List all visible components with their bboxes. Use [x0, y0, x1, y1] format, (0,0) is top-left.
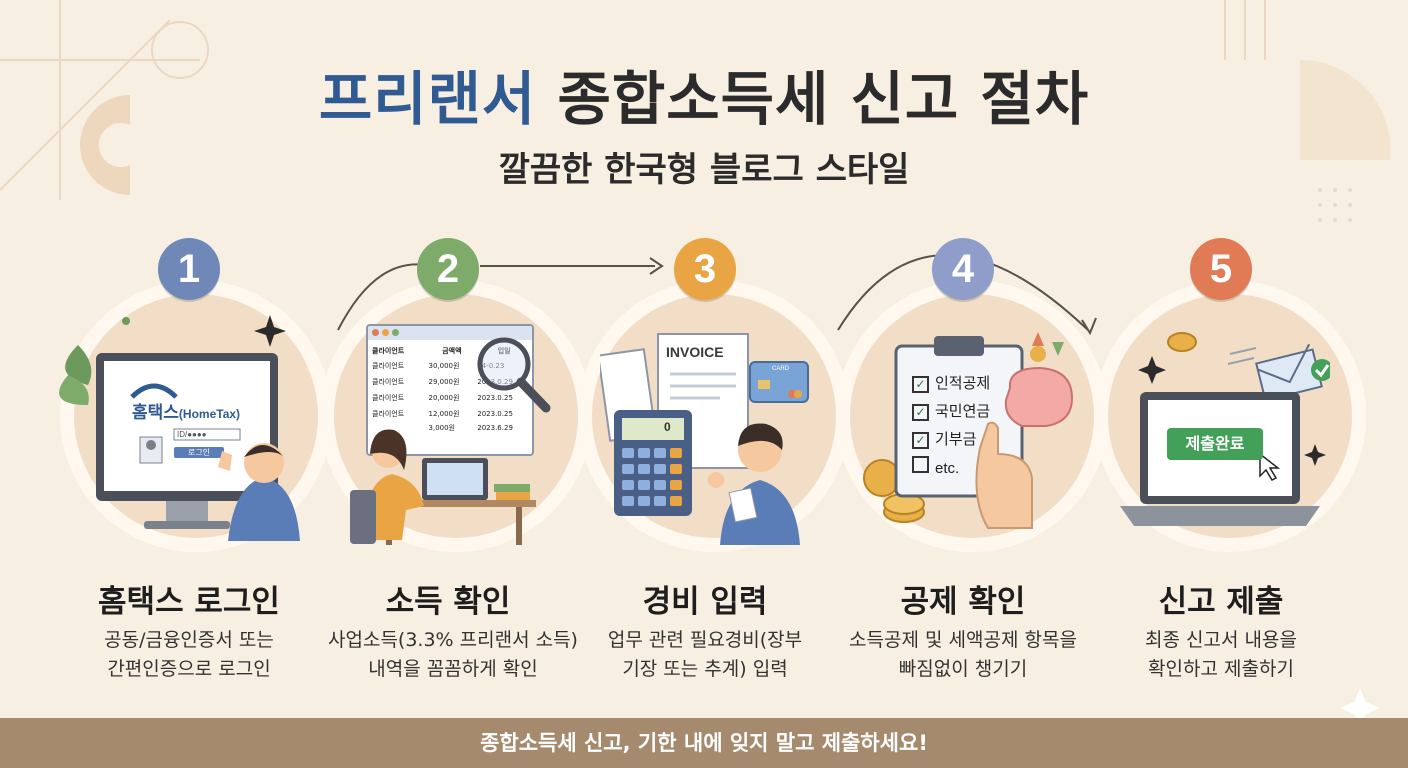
magnifier-icon: [477, 337, 531, 391]
hometax-monitor-illustration: [59, 315, 300, 541]
hometax-logo-text: 홈택스(HomeTax): [132, 398, 240, 423]
step-5-number: 5: [1190, 238, 1252, 300]
step-2-desc: 사업소득(3.3% 프리랜서 소득) 내역을 꼼꼼하게 확인: [308, 626, 598, 684]
up-arrow-icon: [1032, 332, 1044, 346]
checkbox-checked-icon: ✓: [912, 432, 929, 449]
leaf-icon: [65, 345, 92, 385]
sparkle-icon: [1304, 444, 1326, 466]
cursor-icon: [1259, 452, 1281, 481]
step-3-number: 3: [674, 238, 736, 300]
books-icon: [494, 484, 530, 492]
table-cell: 클라이언트: [372, 410, 405, 418]
checkbox-checked-icon: ✓: [912, 404, 929, 421]
table-cell: 클라이언트: [372, 362, 405, 370]
checkbox-checked-icon: ✓: [912, 376, 929, 393]
step-5-desc-line1: 최종 신고서 내용을: [1145, 629, 1297, 651]
table-header: 금액액: [442, 347, 462, 355]
step-3-desc-line1: 업무 관련 필요경비(장부: [607, 629, 803, 651]
table-cell: 12,000원: [428, 410, 460, 418]
title-accent: 프리랜서: [318, 65, 537, 133]
card-label: CARD: [772, 366, 790, 372]
step-2-desc-line2: 내역을 꼼꼼하게 확인: [368, 658, 538, 680]
title-rest: 종합소득세 신고 절차: [557, 65, 1090, 133]
magnifier-desk-illustration: [350, 337, 551, 545]
table-header: 클라이언트: [372, 347, 405, 355]
table-cell: 클라이언트: [372, 378, 405, 386]
checklist-item: ✓ 기부금: [912, 428, 990, 456]
table-cell: 29,000원: [428, 378, 460, 386]
checklist-item: etc.: [912, 456, 990, 484]
sparkle-icon: [254, 315, 286, 347]
checklist-item-label: 인적공제: [935, 374, 991, 392]
table-cell: 클라이언트: [372, 394, 405, 402]
table-cell: 2023.0.25: [477, 410, 513, 418]
window-titlebar: [368, 326, 532, 340]
table-row: 클라이언트 20,000원 2023.0.25: [368, 390, 532, 406]
step-1-number: 1: [158, 238, 220, 300]
checklist-item-label: 기부금: [935, 430, 977, 448]
piggy-bank-icon: [1004, 366, 1074, 427]
table-cell: 2023.0.25: [477, 394, 513, 402]
page-subtitle: 깔끔한 한국형 블로그 스타일: [498, 150, 910, 190]
down-arrow-icon: [1052, 342, 1064, 356]
step-5-title: 신고 제출: [1158, 584, 1284, 620]
step-1-desc-line2: 간편인증으로 로그인: [107, 658, 271, 680]
invoice-label: INVOICE: [666, 344, 724, 360]
step-2-desc-line1: 사업소득(3.3% 프리랜서 소득): [328, 629, 578, 651]
step-2-title: 소득 확인: [385, 584, 511, 620]
table-cell: 20,000원: [428, 394, 460, 402]
checklist-item: ✓ 국민연금: [912, 400, 990, 428]
table-row: 클라이언트 12,000원 2023.0.25: [368, 406, 532, 422]
login-button: 로그인: [187, 448, 211, 457]
step-3-title: 경비 입력: [642, 584, 768, 620]
step-5-desc-line2: 확인하고 제출하기: [1148, 658, 1294, 680]
checklist: ✓ 인적공제 ✓ 국민연금 ✓ 기부금 etc.: [912, 372, 990, 484]
sparkle-icon: [1138, 356, 1166, 384]
checklist-item-label: 국민연금: [935, 402, 991, 420]
step-1-desc-line1: 공동/금융인증서 또는: [104, 629, 274, 651]
hometax-logo: 홈택스: [132, 403, 179, 423]
check-icon: [1311, 359, 1330, 381]
step-4-title: 공제 확인: [900, 584, 1026, 620]
checklist-item: ✓ 인적공제: [912, 372, 990, 400]
id-field: ID/●●●●: [177, 430, 207, 439]
table-cell: 2023.6.29: [477, 424, 513, 432]
invoice-calculator-illustration: [600, 333, 809, 545]
page-title: 프리랜서 종합소득세 신고 절차: [0, 52, 1408, 136]
step-2-number: 2: [417, 238, 479, 300]
table-cell: 30,000원: [428, 362, 460, 370]
hometax-logo-en: (HomeTax): [178, 407, 241, 421]
step-4-number: 4: [932, 238, 994, 300]
table-row: 3,000원 2023.6.29: [368, 422, 532, 434]
submit-complete-button: 제출완료: [1167, 428, 1263, 460]
table-cell: 3,000원: [428, 424, 455, 432]
checklist-item-label: etc.: [935, 460, 960, 477]
step-3-desc-line2: 기장 또는 추계) 입력: [622, 658, 788, 680]
pointing-hand-icon: [975, 421, 1033, 529]
coin-icon: [1167, 332, 1197, 352]
calculator-display: 0: [664, 420, 671, 434]
checkbox-empty-icon: [912, 456, 929, 473]
step-1-title: 홈택스 로그인: [98, 584, 280, 620]
step-4-desc-line2: 빠짐없이 챙기기: [898, 658, 1028, 680]
pointing-hand-icon: [218, 451, 232, 471]
step-4-desc-line1: 소득공제 및 세액공제 항목을: [849, 629, 1077, 651]
footer-banner: 종합소득세 신고, 기한 내에 잊지 말고 제출하세요!: [0, 718, 1408, 768]
